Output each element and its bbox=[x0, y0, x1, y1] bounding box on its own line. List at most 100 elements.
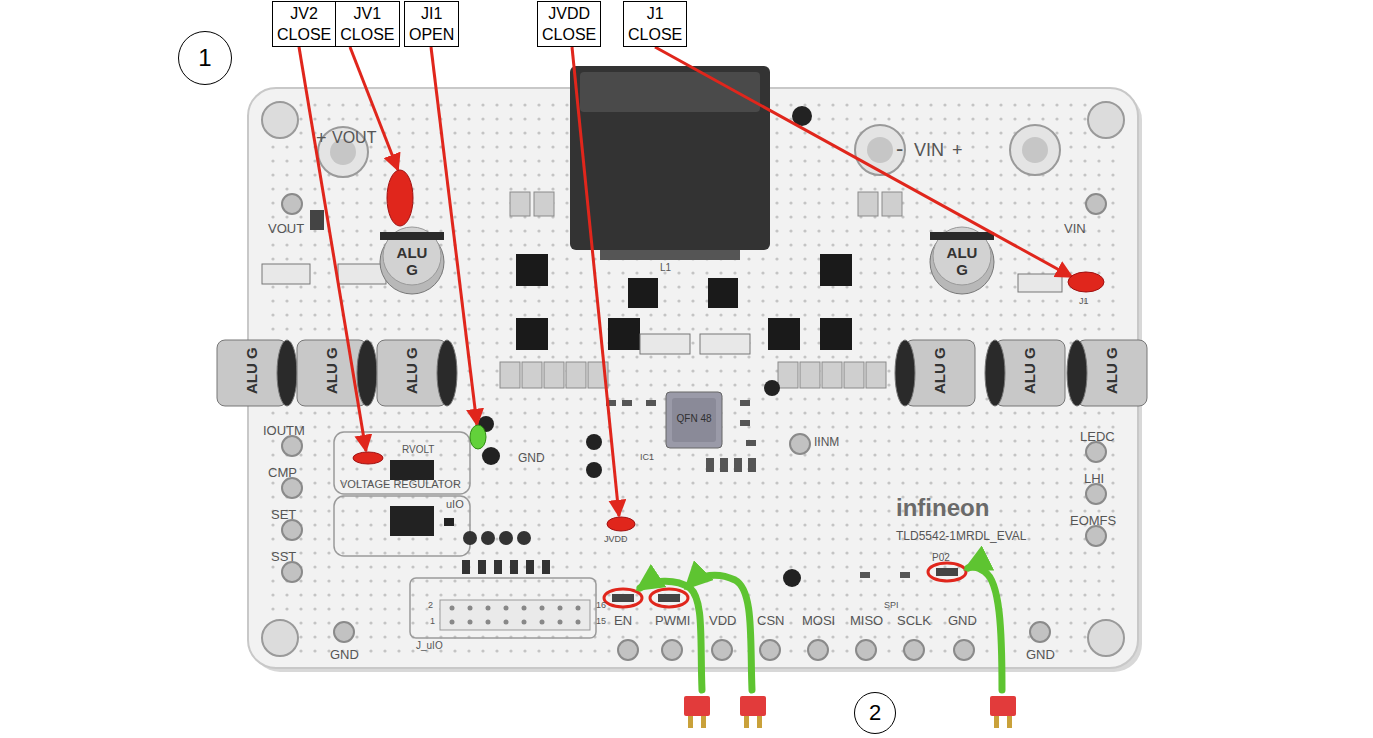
small-electrolytic bbox=[586, 434, 602, 450]
ceramic-capacitor bbox=[858, 192, 878, 216]
silkscreen-label: + bbox=[952, 140, 963, 161]
uio-resistors bbox=[462, 560, 470, 574]
electrolytic-capacitor-top bbox=[380, 227, 994, 294]
jumper-name: JI1 bbox=[409, 3, 454, 24]
capacitor-marking: ALU G bbox=[323, 347, 340, 394]
jumper-icon bbox=[688, 716, 693, 728]
closed-jumper-mark bbox=[353, 170, 1104, 531]
power-terminal-hole bbox=[867, 137, 893, 163]
uio-resistors bbox=[517, 531, 531, 545]
ceramic-capacitor bbox=[500, 362, 520, 388]
jumper-state: OPEN bbox=[409, 24, 454, 45]
silkscreen-label: RVOLT bbox=[402, 444, 434, 456]
jumper-name: JV2 bbox=[277, 3, 331, 24]
test-point bbox=[282, 562, 302, 582]
jumper-icon bbox=[701, 716, 706, 728]
pin-header bbox=[486, 606, 491, 611]
electrolytic-capacitor-top bbox=[380, 232, 444, 240]
pin-header bbox=[522, 606, 527, 611]
jumper-placement-arrow bbox=[968, 567, 1002, 690]
ceramic-capacitor bbox=[882, 192, 902, 216]
leader-arrow bbox=[431, 47, 477, 425]
pin-header bbox=[468, 620, 473, 625]
mounting-hole bbox=[1088, 102, 1124, 138]
test-point bbox=[282, 436, 302, 456]
small-electrolytic bbox=[586, 462, 602, 478]
silkscreen-label: IC1 bbox=[640, 452, 654, 462]
mounting-hole bbox=[1088, 620, 1124, 656]
test-point bbox=[1086, 442, 1106, 462]
leader-arrow bbox=[655, 47, 1072, 277]
jumper-position-ring bbox=[604, 589, 642, 607]
electrolytic-capacitor-side bbox=[895, 340, 915, 406]
electrolytic-capacitor-side bbox=[277, 340, 297, 406]
silkscreen-label: SST bbox=[271, 550, 296, 565]
silkscreen-label: CMP bbox=[268, 466, 297, 481]
capacitor-marking: ALU G bbox=[392, 244, 432, 279]
jumper-name: JVDD bbox=[542, 3, 596, 24]
regulator-part bbox=[390, 506, 434, 536]
jumper-state: CLOSE bbox=[628, 24, 682, 45]
regulator-part bbox=[390, 460, 454, 536]
test-point bbox=[760, 640, 780, 660]
small-electrolytic bbox=[764, 380, 780, 396]
pin-header bbox=[486, 620, 491, 625]
electrolytic-capacitor-side bbox=[357, 340, 377, 406]
capacitor-marking: ALU G bbox=[942, 244, 982, 279]
capacitor-marking: ALU G bbox=[931, 347, 948, 394]
leader-arrow bbox=[299, 47, 366, 451]
regulator-area bbox=[334, 496, 470, 556]
silkscreen-label: EOMFS bbox=[1070, 514, 1116, 529]
controller-ic bbox=[666, 392, 722, 448]
jumper-icon bbox=[757, 716, 762, 728]
uio-resistors bbox=[510, 560, 518, 574]
small-electrolytic bbox=[478, 106, 812, 587]
closed-jumper-mark bbox=[607, 517, 635, 531]
shunt-resistor bbox=[262, 210, 1062, 354]
silkscreen-label: EN bbox=[614, 614, 632, 629]
power-terminal bbox=[1010, 125, 1060, 175]
open-jumper-mark bbox=[470, 425, 486, 449]
power-terminal bbox=[855, 125, 905, 175]
small-smd-part bbox=[748, 458, 756, 472]
shunt-resistor bbox=[338, 264, 386, 284]
jumper-icon bbox=[740, 696, 766, 716]
small-smd-part bbox=[622, 400, 632, 406]
small-smd-part bbox=[860, 572, 870, 578]
pin-header bbox=[450, 620, 455, 625]
jumper-icon bbox=[684, 696, 710, 716]
test-point bbox=[808, 640, 828, 660]
test-point bbox=[334, 622, 354, 642]
electrolytic-capacitor-top bbox=[930, 232, 994, 240]
ceramic-capacitor bbox=[800, 362, 820, 388]
jumper-icon bbox=[990, 696, 1016, 716]
ceramic-capacitor bbox=[866, 362, 886, 388]
silkscreen-label: uIO bbox=[446, 498, 464, 511]
pin-header bbox=[468, 606, 473, 611]
power-terminal-hole bbox=[1022, 137, 1048, 163]
test-point bbox=[904, 640, 924, 660]
jumper-setting-box: JI1OPEN bbox=[404, 1, 459, 47]
pin-header bbox=[540, 620, 545, 625]
mosfet bbox=[768, 318, 800, 350]
pin-header bbox=[522, 620, 527, 625]
jumper-icon bbox=[1007, 716, 1012, 728]
ceramic-capacitor bbox=[522, 362, 542, 388]
shunt-resistor bbox=[1018, 274, 1062, 292]
inductor bbox=[600, 250, 740, 260]
test-point bbox=[856, 640, 876, 660]
silkscreen-label: IOUTM bbox=[263, 424, 305, 439]
pin-header bbox=[558, 620, 563, 625]
ceramic-capacitor bbox=[500, 192, 902, 388]
small-electrolytic bbox=[783, 569, 801, 587]
pin-header bbox=[504, 606, 509, 611]
electrolytic-capacitor-side bbox=[437, 340, 457, 406]
controller-ic bbox=[672, 398, 716, 442]
test-point bbox=[618, 640, 638, 660]
silkscreen-label: TLD5542-1MRDL_EVAL bbox=[896, 530, 1027, 544]
silkscreen-label: JVDD bbox=[604, 534, 628, 544]
ceramic-capacitor bbox=[822, 362, 842, 388]
small-electrolytic bbox=[482, 447, 500, 465]
jumper-name: JV1 bbox=[340, 3, 394, 24]
silkscreen-label: 1 bbox=[430, 616, 435, 626]
